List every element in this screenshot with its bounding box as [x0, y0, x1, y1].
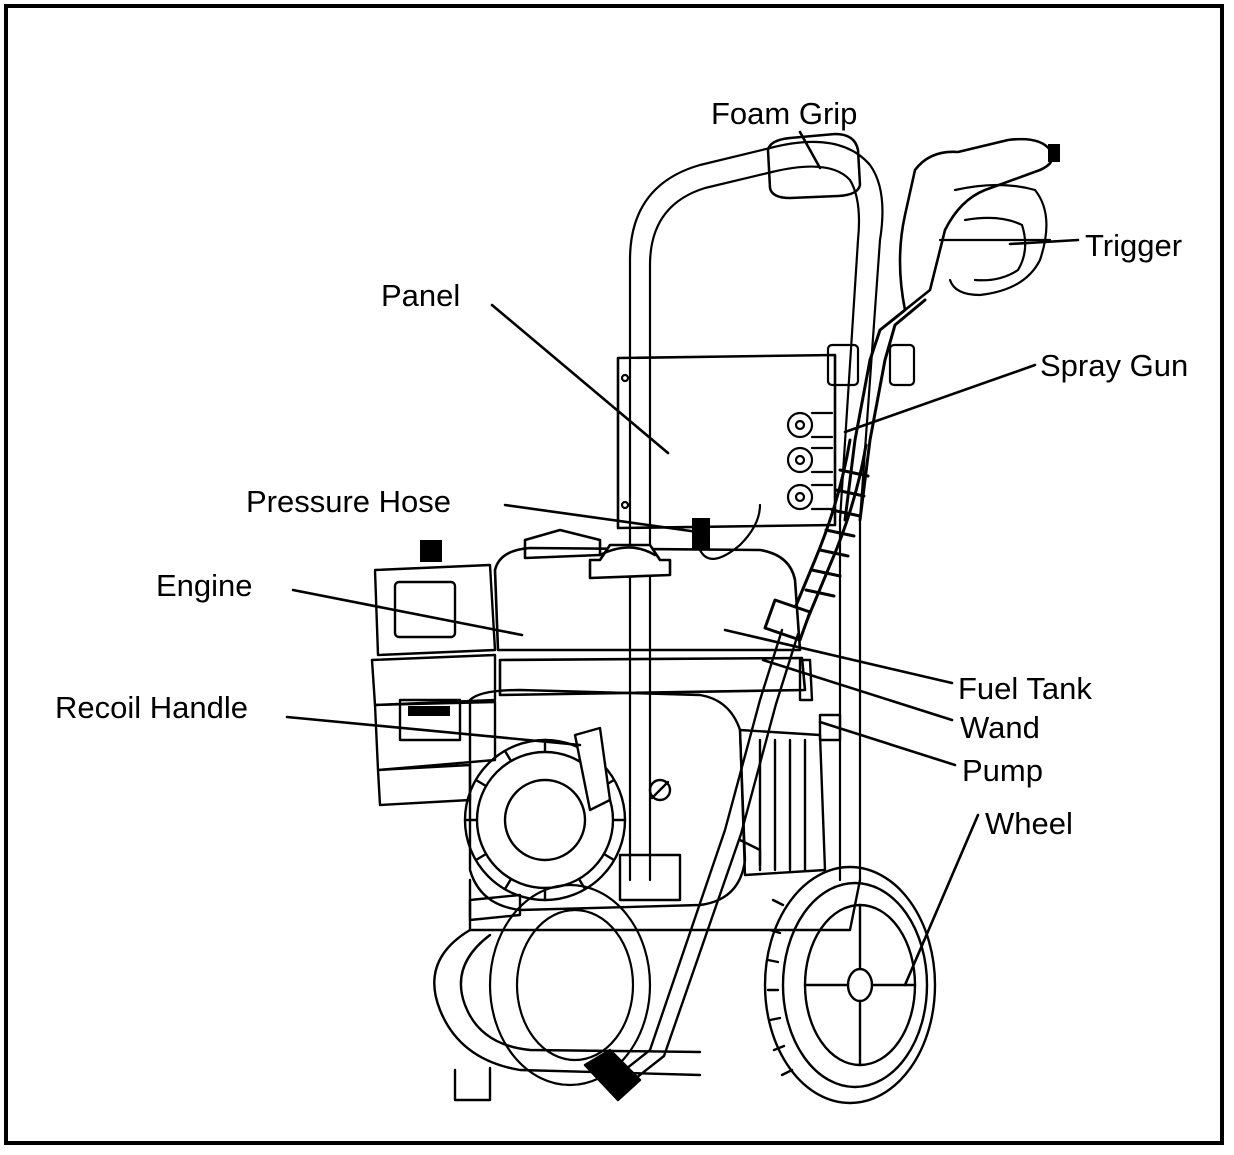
label-fuel-tank: Fuel Tank	[958, 671, 1092, 706]
panel	[616, 353, 837, 530]
leader-fuel-tank	[723, 628, 954, 685]
leader-wheel	[903, 813, 980, 987]
leader-recoil-handle	[285, 715, 582, 747]
label-panel: Panel	[381, 278, 461, 313]
label-wheel: Wheel	[985, 806, 1073, 841]
pump	[738, 658, 842, 877]
leader-trigger	[1008, 238, 1080, 246]
label-foam-grip: Foam Grip	[711, 96, 858, 131]
label-wand: Wand	[960, 710, 1040, 745]
label-recoil-handle: Recoil Handle	[55, 690, 248, 725]
handle-frame	[628, 140, 884, 882]
label-pump: Pump	[962, 753, 1043, 788]
foam-grip	[766, 132, 862, 200]
pressure-hose-fitting	[692, 503, 762, 560]
leader-lines	[285, 130, 1080, 987]
leader-wand	[761, 658, 954, 722]
spray-gun	[826, 137, 1060, 522]
recoil-starter	[463, 688, 747, 912]
leader-pump	[818, 720, 957, 767]
leader-spray-gun	[843, 363, 1037, 434]
base-frame	[433, 878, 862, 1102]
wheel	[763, 865, 937, 1105]
label-spray-gun: Spray Gun	[1040, 348, 1189, 383]
fuel-tank	[493, 528, 807, 697]
rear-wheel	[488, 883, 652, 1087]
leader-foam-grip	[798, 130, 822, 170]
leader-engine	[291, 588, 524, 637]
label-trigger: Trigger	[1085, 228, 1183, 263]
leader-pressure-hose	[503, 503, 707, 535]
engine-block	[370, 540, 497, 807]
label-pressure-hose: Pressure Hose	[246, 484, 452, 519]
label-engine: Engine	[156, 568, 253, 603]
wand	[583, 628, 800, 1102]
leader-panel	[490, 303, 670, 455]
